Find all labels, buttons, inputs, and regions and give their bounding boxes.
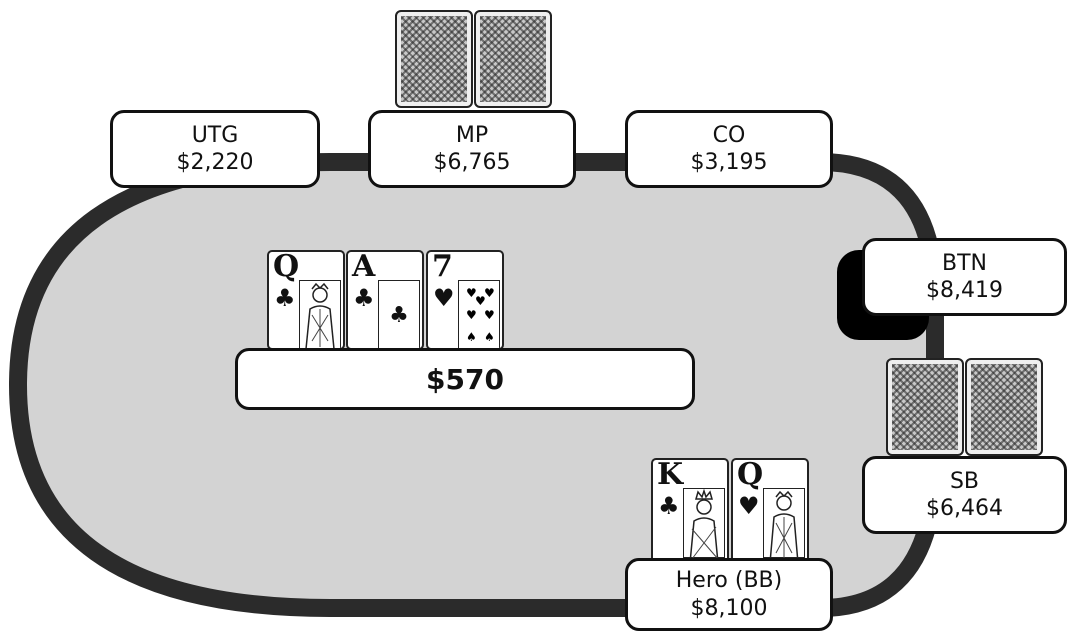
seat-name: BTN xyxy=(942,250,987,278)
svg-text:♥: ♥ xyxy=(484,308,495,322)
sb-card-back-1 xyxy=(886,358,964,456)
seat-stack: $6,765 xyxy=(434,149,511,177)
queen-figure-icon xyxy=(299,280,341,350)
seven-pips: ♥ ♥ ♥ ♥ ♥ ♠ ♠ xyxy=(458,280,500,350)
king-figure-icon xyxy=(683,488,725,558)
clubs-icon: ♣ xyxy=(353,286,375,310)
clubs-icon: ♣ xyxy=(274,286,296,310)
hero-card-1: K ♣ xyxy=(651,458,729,564)
svg-text:♥: ♥ xyxy=(466,308,477,322)
seat-hero[interactable]: Hero (BB) $8,100 xyxy=(625,558,833,631)
board-card-3: 7 ♥ ♥ ♥ ♥ ♥ ♥ ♠ ♠ xyxy=(426,250,504,350)
clubs-icon: ♣ xyxy=(389,303,409,328)
svg-text:♥: ♥ xyxy=(484,286,495,300)
seat-mp[interactable]: MP $6,765 xyxy=(368,110,576,188)
card-rank: 7 xyxy=(432,252,453,282)
seat-btn[interactable]: BTN $8,419 xyxy=(862,238,1067,316)
seat-name: MP xyxy=(456,122,488,150)
ace-center-pip: ♣ xyxy=(378,280,420,350)
seat-stack: $8,100 xyxy=(691,595,768,623)
pot-amount: $570 xyxy=(426,363,504,396)
queen-figure-icon xyxy=(763,488,805,558)
seat-stack: $2,220 xyxy=(177,149,254,177)
board-card-2: A ♣ ♣ xyxy=(346,250,424,350)
seat-stack: $6,464 xyxy=(926,495,1003,523)
mp-card-back-2 xyxy=(474,10,552,108)
card-rank: A xyxy=(352,252,375,282)
seat-stack: $3,195 xyxy=(691,149,768,177)
seat-co[interactable]: CO $3,195 xyxy=(625,110,833,188)
card-rank: K xyxy=(657,460,683,490)
svg-text:♠: ♠ xyxy=(484,330,495,344)
seat-utg[interactable]: UTG $2,220 xyxy=(110,110,320,188)
hearts-icon: ♥ xyxy=(738,494,760,518)
seat-name: UTG xyxy=(192,122,239,150)
card-rank: Q xyxy=(273,252,299,282)
card-rank: Q xyxy=(737,460,763,490)
board-card-1: Q ♣ xyxy=(267,250,345,350)
seat-sb[interactable]: SB $6,464 xyxy=(862,456,1067,534)
hearts-icon: ♥ xyxy=(433,286,455,310)
seat-name: CO xyxy=(713,122,746,150)
seat-stack: $8,419 xyxy=(926,277,1003,305)
sb-card-back-2 xyxy=(965,358,1043,456)
pot-display: $570 xyxy=(235,348,695,410)
seat-name: Hero (BB) xyxy=(676,567,782,595)
clubs-icon: ♣ xyxy=(658,494,680,518)
seat-name: SB xyxy=(950,468,979,496)
svg-text:♠: ♠ xyxy=(466,330,477,344)
hero-card-2: Q ♥ xyxy=(731,458,809,564)
mp-card-back-1 xyxy=(395,10,473,108)
